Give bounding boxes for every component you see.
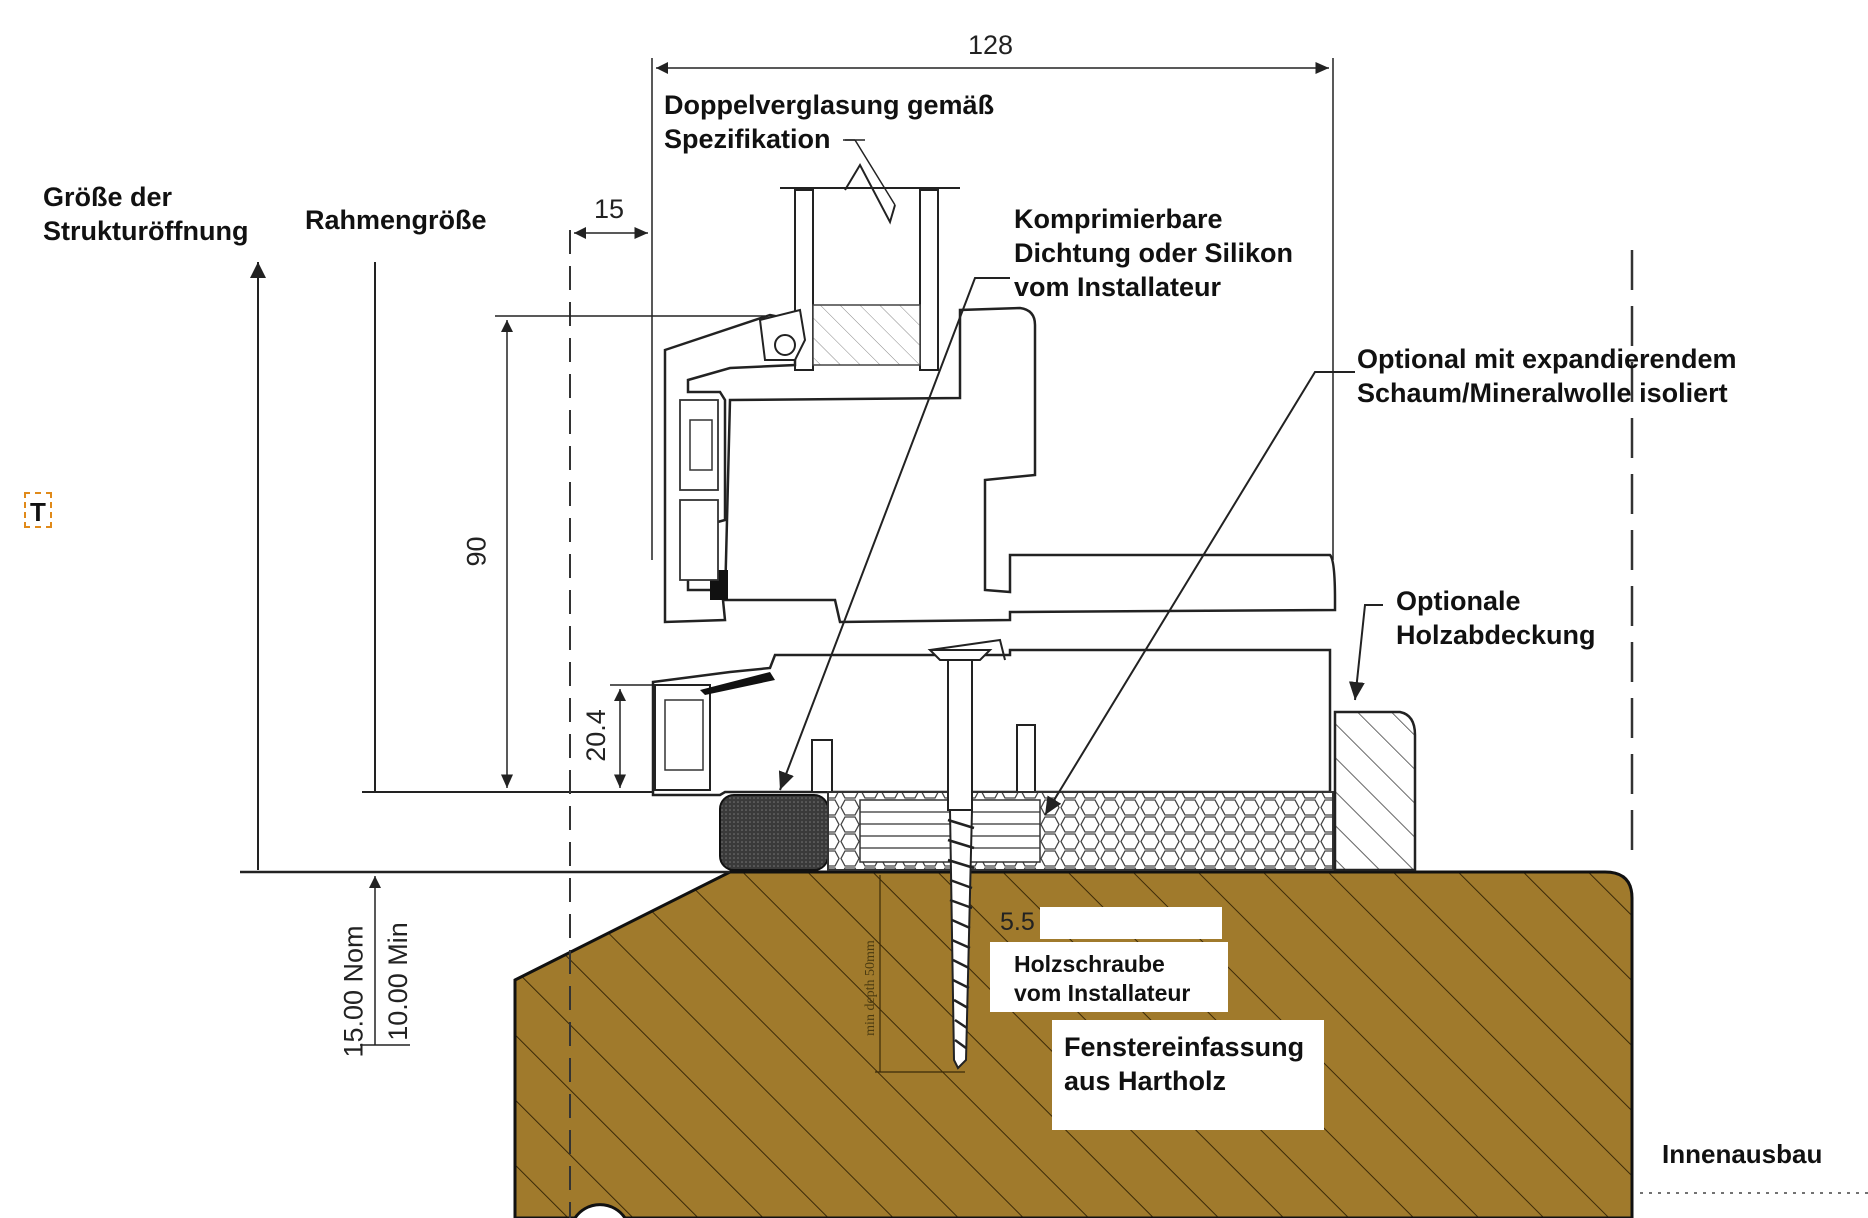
glass-spacer — [812, 304, 921, 366]
glazing-label-line2: Spezifikation — [664, 124, 831, 154]
structure-opening-label: Größe der Strukturöffnung — [43, 180, 248, 248]
dim-nominal-text: 15.00 Nom — [338, 925, 369, 1058]
sill-label-line2: aus Hartholz — [1064, 1066, 1227, 1096]
sill-label: Fenstereinfassung aus Hartholz — [1064, 1030, 1304, 1098]
dim-screw-size-text: 5.5 — [1000, 908, 1035, 936]
seal-label-line2: Dichtung oder Silikon — [1014, 238, 1294, 268]
glazing-break-mark — [844, 162, 896, 225]
leader-seal — [778, 277, 1010, 791]
seal-label-line3: vom Installateur — [1014, 272, 1222, 302]
screw-label-box: Holzschraube vom Installateur — [990, 942, 1228, 1012]
insulation-label: Optional mit expandierendem Schaum/Miner… — [1357, 342, 1737, 410]
sill-label-line1: Fenstereinfassung — [1064, 1032, 1305, 1062]
label-mask-screw — [1040, 907, 1222, 939]
structure-opening-line1: Größe der — [43, 182, 173, 212]
dim-15-text: 15 — [594, 194, 625, 224]
sill-drip-groove — [573, 1203, 627, 1218]
compressible-seal — [719, 794, 829, 871]
sill-label-box: Fenstereinfassung aus Hartholz — [1052, 1020, 1324, 1130]
seal-label: Komprimierbare Dichtung oder Silikon vom… — [1014, 202, 1293, 304]
screw-label-line1: Holzschraube — [1014, 951, 1165, 977]
optional-timber-cover — [1333, 710, 1417, 872]
dim-minimum-text: 10.00 Min — [382, 922, 413, 1041]
screw-thread — [948, 809, 974, 1070]
text-tool-badge[interactable]: T — [24, 492, 52, 528]
seal-label-line1: Komprimierbare — [1014, 204, 1223, 234]
dim-20-4-text: 20.4 — [580, 709, 611, 762]
insulation-label-line2: Schaum/Mineralwolle isoliert — [1357, 378, 1728, 408]
screw-head — [927, 649, 993, 661]
screw-label-line2: vom Installateur — [1014, 980, 1191, 1006]
cover-label-line2: Holzabdeckung — [1396, 620, 1596, 650]
screw-depth-text: min depth 50mm — [862, 940, 878, 1036]
sash-body — [723, 306, 1337, 624]
glazing-label-line1: Doppelverglasung gemäß — [664, 90, 995, 120]
cover-label-line1: Optionale — [1396, 586, 1521, 616]
frame-size-label: Rahmengröße — [305, 205, 487, 235]
screw-shank — [947, 659, 973, 811]
interior-finish-label: Innenausbau — [1662, 1139, 1823, 1169]
leader-cover — [1348, 604, 1383, 701]
structure-opening-line2: Strukturöffnung — [43, 216, 249, 246]
glass-pane-inner — [919, 189, 939, 371]
frame-profile — [651, 648, 1332, 797]
glazing-label: Doppelverglasung gemäß Spezifikation — [664, 88, 994, 156]
leader-insulation — [1044, 371, 1355, 816]
insulation-label-line1: Optional mit expandierendem — [1357, 344, 1737, 374]
dim-128-text: 128 — [968, 30, 1014, 60]
cover-label: Optionale Holzabdeckung — [1396, 584, 1596, 652]
dim-90-text: 90 — [461, 536, 492, 567]
screw-label: Holzschraube vom Installateur — [1014, 950, 1190, 1008]
